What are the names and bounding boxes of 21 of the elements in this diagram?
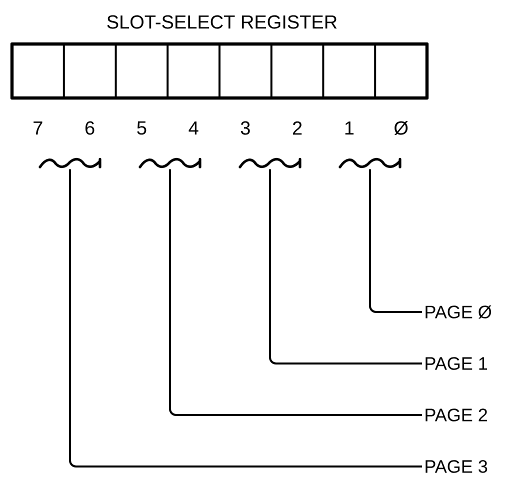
page-label: PAGE 1 [426,357,487,370]
bit-number: 2 [292,121,302,135]
leader-line [69,169,422,468]
bit-number: 5 [137,121,146,135]
brace-mark [338,158,402,168]
page-label: PAGE 3 [426,460,488,473]
leader-line [269,169,422,364]
page-label: PAGE Ø [426,305,492,319]
brace-mark [138,158,202,168]
brace-mark [38,158,102,168]
bit-number: 3 [240,121,250,135]
brace-mark [238,158,302,168]
leader-line [369,169,422,313]
bit-number: 1 [345,121,354,135]
title: SLOT-SELECT REGISTER [107,15,337,29]
leader-line [169,169,422,416]
bit-number: 7 [34,121,42,135]
bit-number: Ø [394,120,408,136]
bit-number: 4 [188,121,198,135]
page-label: PAGE 2 [426,408,487,422]
bit-number: 6 [85,121,94,135]
